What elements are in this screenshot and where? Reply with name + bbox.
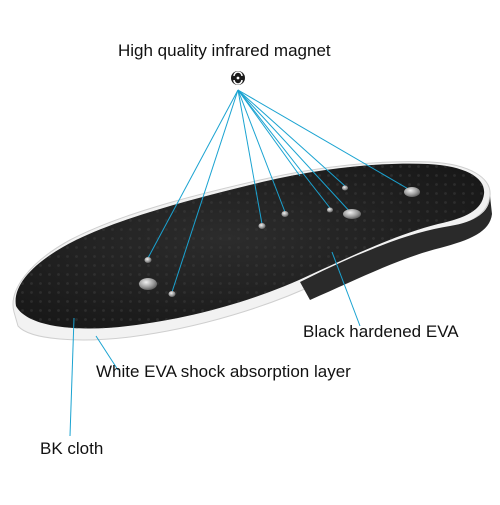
- magnet-studs: [139, 185, 420, 297]
- magnet-stud: [404, 187, 420, 197]
- magnet-stud: [343, 209, 361, 219]
- magnet-label: High quality infrared magnet: [118, 41, 331, 60]
- magnet-stud: [139, 278, 157, 290]
- magnet-stud: [258, 223, 266, 229]
- magnet-stud: [168, 291, 176, 297]
- magnet-stud: [342, 185, 348, 191]
- magnet-stud: [144, 257, 152, 263]
- magnet-symbol-icon: [231, 71, 245, 85]
- magnet-stud: [281, 211, 289, 217]
- eva-side-wall: [300, 196, 492, 300]
- shock-layer-label: White EVA shock absorption layer: [96, 362, 351, 381]
- leader-lines: [69, 89, 411, 437]
- magnet-stud: [327, 207, 333, 213]
- black-eva-label: Black hardened EVA: [303, 322, 459, 341]
- perforation-texture: [15, 163, 485, 329]
- cloth-label: BK cloth: [40, 439, 104, 458]
